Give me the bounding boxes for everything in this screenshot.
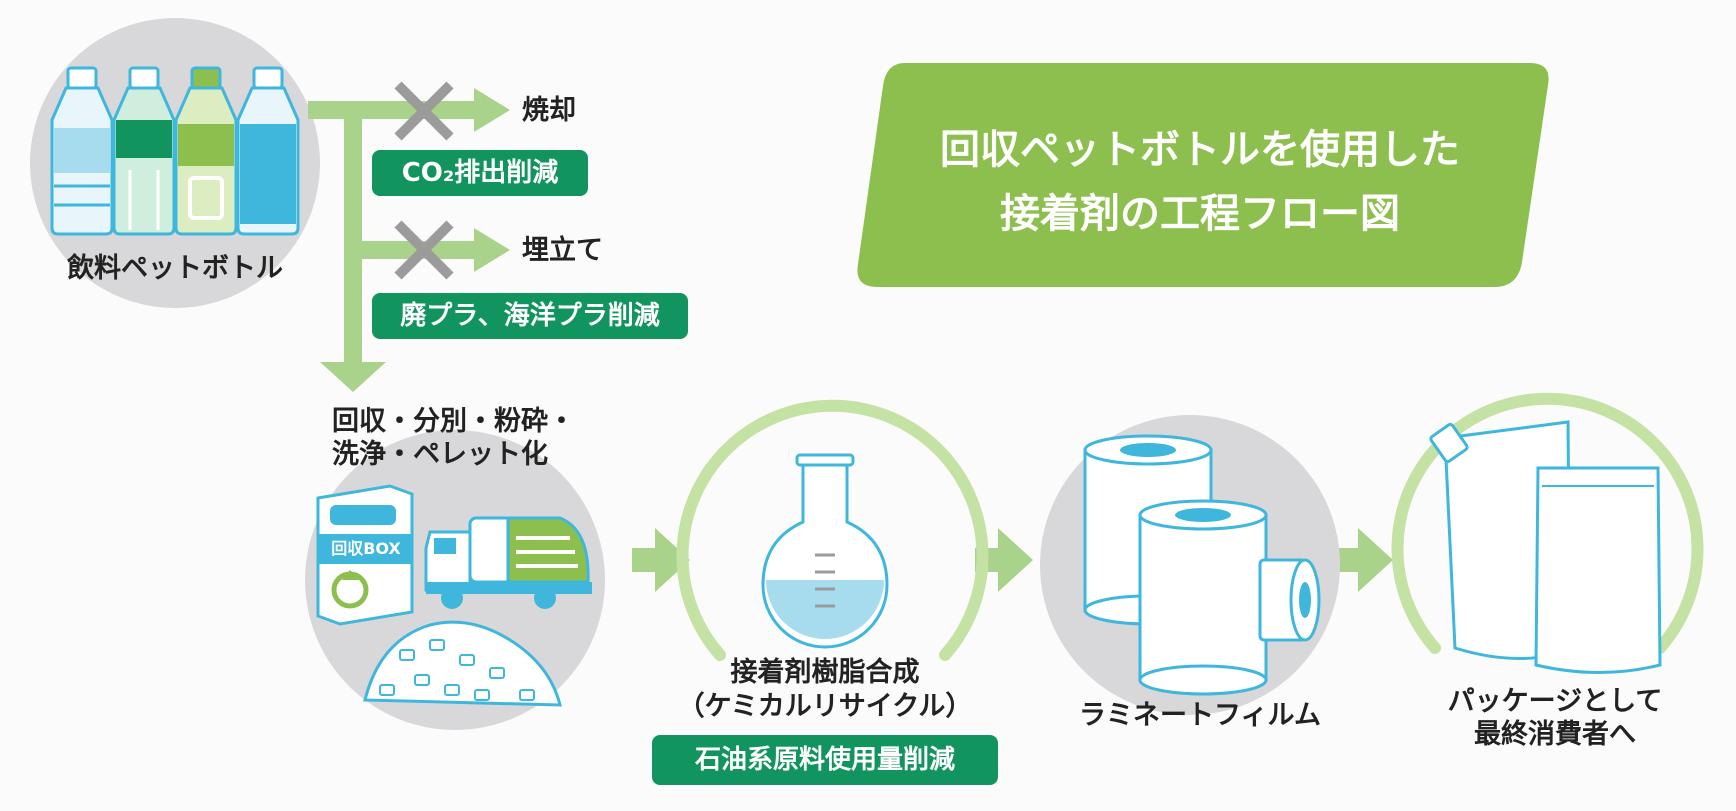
landfill-arrow: [394, 220, 510, 280]
flask-icon: [761, 453, 889, 649]
laminate-film-label: ラミネートフィルム: [1079, 700, 1321, 731]
recycle-box-label: 回収BOX: [331, 539, 401, 558]
title-line2: 接着剤の工程フロー図: [1000, 191, 1400, 237]
synthesis-label-line1: 接着剤樹脂合成: [730, 657, 920, 688]
collection-label-line2: 洗浄・ペレット化: [332, 439, 548, 470]
tape-roll-icon: [1258, 558, 1321, 642]
page-title: 回収ペットボトルを使用した 接着剤の工程フロー図: [860, 118, 1540, 246]
synthesis-label-line2: （ケミカルリサイクル）: [677, 691, 973, 722]
bottle-icon: [174, 66, 238, 236]
package-label-line2: 最終消費者へ: [1474, 719, 1636, 750]
bottle-icon: [236, 66, 300, 236]
stand-pouch-icon: [1534, 466, 1662, 674]
pellet-pile-icon: [363, 620, 562, 707]
landfill-label: 埋立て: [522, 235, 603, 266]
bottle-icon: [50, 66, 114, 236]
package-label-line1: パッケージとして: [1447, 686, 1663, 717]
bottle-icon: [112, 66, 176, 236]
incinerate-arrow: [378, 81, 510, 141]
title-box: [857, 63, 1549, 287]
petroleum-reduction-badge: 石油系原料使用量削減: [652, 735, 998, 785]
collection-illustration: [305, 430, 605, 730]
incinerate-label: 焼却: [522, 95, 576, 126]
source-label: 飲料ペットボトル: [67, 253, 283, 284]
recycle-box-icon: [316, 484, 414, 626]
title-line1: 回収ペットボトルを使用した: [940, 127, 1460, 173]
garbage-truck-icon: [424, 516, 592, 609]
pet-bottles-illustration: [30, 18, 320, 308]
plastic-reduction-badge: 廃プラ、海洋プラ削減: [372, 293, 688, 339]
laminate-film-illustration: [1040, 415, 1340, 715]
film-roll-icon: [1138, 499, 1268, 696]
synthesis-illustration: [676, 399, 989, 661]
collection-label-line1: 回収・分別・粉砕・: [332, 406, 575, 437]
co2-reduction-badge: CO₂排出削減: [372, 150, 588, 196]
branch-lines: [308, 101, 404, 392]
package-illustration: [1391, 392, 1704, 674]
